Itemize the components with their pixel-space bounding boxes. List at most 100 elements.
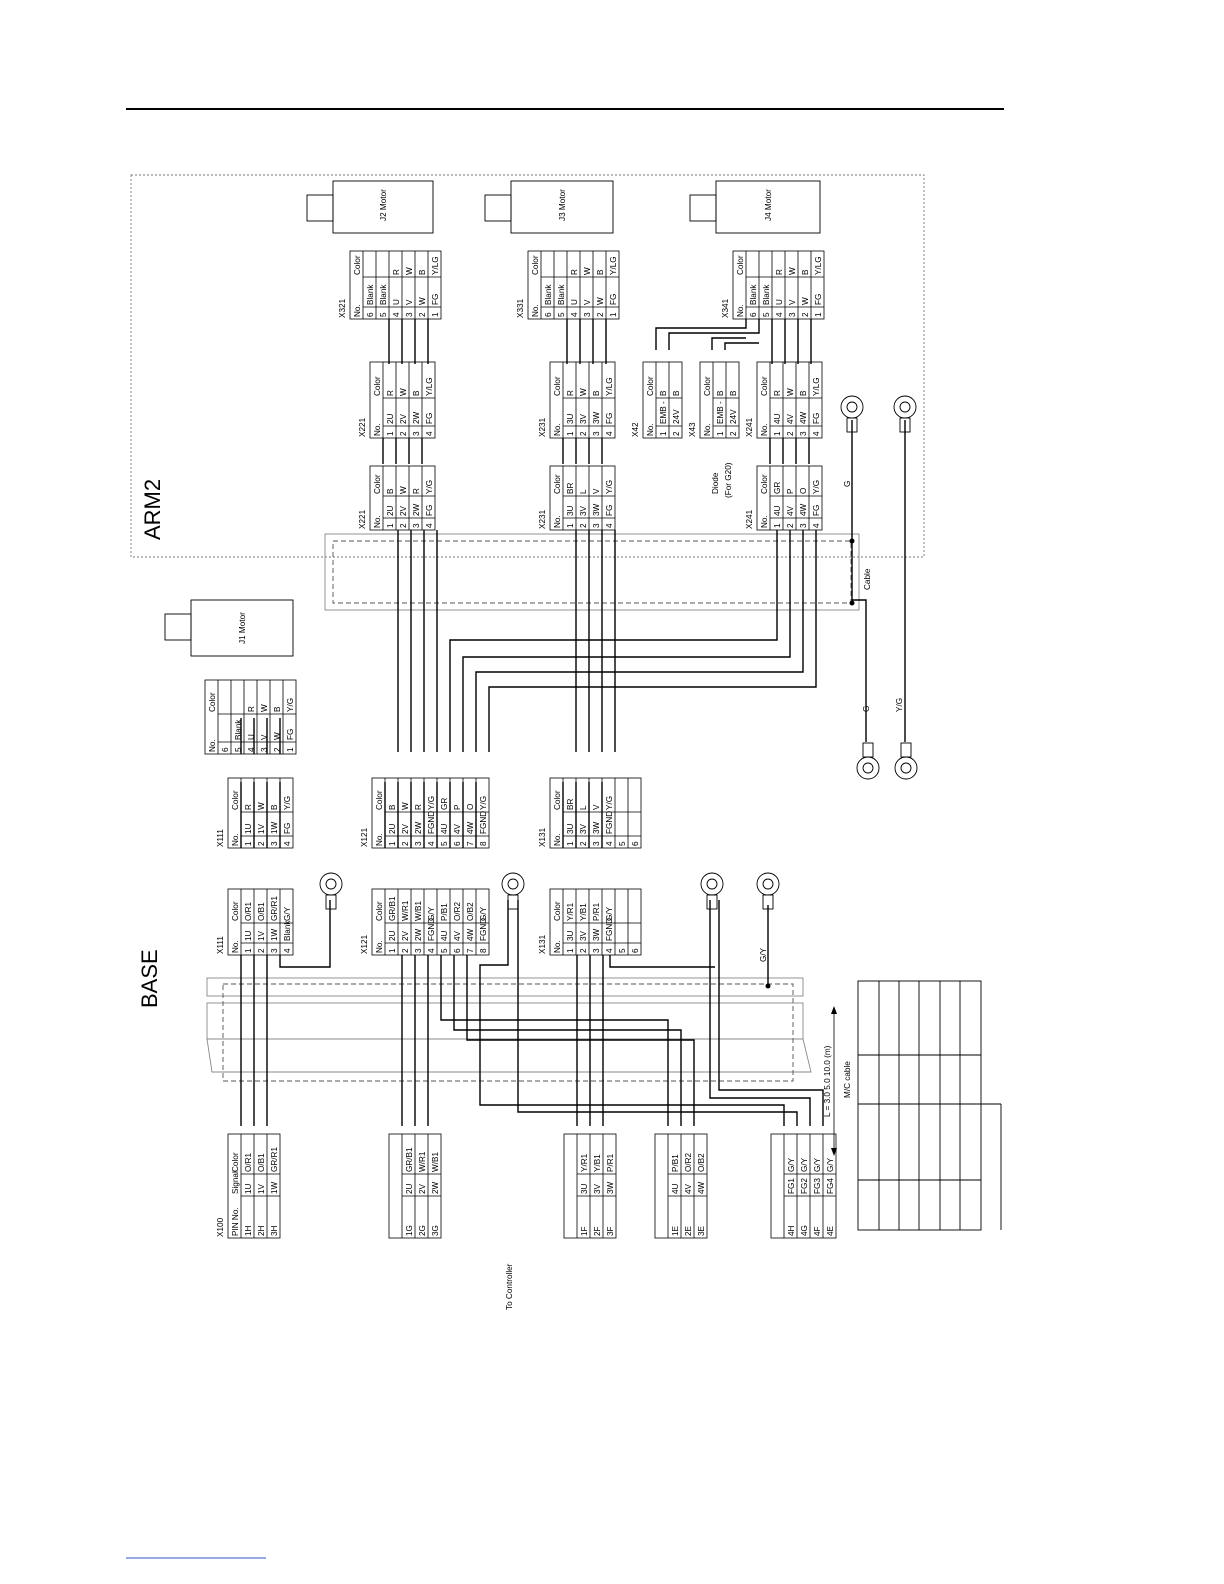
base-x121-left-cell: P/B1 [440, 903, 449, 921]
x100-table-cell: 1U [244, 1183, 253, 1194]
arm-x331-cell: 3 [583, 312, 592, 317]
arm-x221-b-cell: FG [425, 413, 434, 424]
arm-x43-cell: 24V [729, 409, 738, 424]
arm-x331-cell: 6 [544, 312, 553, 317]
arm-x331-cell: 2 [596, 312, 605, 317]
base-x131-right-cell: 3U [566, 823, 575, 834]
base-x111-right-cell: B [270, 804, 279, 810]
arm-x331-header: No. [531, 304, 540, 317]
j1-connector-cell: V [260, 734, 269, 740]
x100-group-5-frame [770, 1133, 837, 1239]
arm-x341-cell: Blank [762, 284, 771, 305]
ground-terminal-base-g-hole [862, 762, 874, 774]
x100-group-4-cell: O/B2 [697, 1153, 706, 1172]
j2-motor: J2 Motor [306, 180, 434, 234]
arm-x42-header: No. [646, 423, 655, 436]
arm-x241-a-header: Color [760, 474, 769, 494]
arm-x341-cell: W [801, 297, 810, 305]
x100-group-4-cell: P/B1 [671, 1154, 680, 1172]
x100-group-2-cell: 3G [431, 1225, 440, 1236]
base-x111-right-cell: Y/G [283, 796, 292, 810]
arm-x231-b-header: No. [553, 423, 562, 436]
x100-group-3-cell: 3U [580, 1183, 589, 1194]
arm-x221-a-cell: 2W [412, 503, 421, 516]
arm-x42-cell: B [659, 390, 668, 396]
arm-x231-a-cell: FG [605, 505, 614, 516]
base-x111-right-cell: 3 [270, 841, 279, 846]
arm-x321-cell: Blank [379, 284, 388, 305]
x100-group-2-cell: 2U [405, 1183, 414, 1194]
base-x121-right-cell: 4V [453, 823, 462, 834]
base-x131-left-cell: P/R1 [592, 902, 601, 921]
base-x131-right-cell: FGND [605, 811, 614, 834]
base-x121-right-header: No. [375, 833, 384, 846]
ground-terminal-x111-hole [325, 878, 337, 890]
j1-connector-cell: 6 [221, 747, 230, 752]
base-x121-right-cell: GR [440, 798, 449, 810]
arm-x331-id: X331 [516, 298, 525, 318]
arm-x241-a-cell: O [799, 488, 808, 494]
base-x131-left-cell: 3U [566, 930, 575, 941]
arm-x221-b-cell: 2W [412, 411, 421, 424]
base-x111-right-cell: 2 [257, 841, 266, 846]
base-x121-left-cell: 2V [401, 930, 410, 941]
base-x121-right-cell: 1 [388, 841, 397, 846]
arm-x331-cell: 4 [570, 312, 579, 317]
base-x121-right-cell: 7 [466, 841, 475, 846]
arm-x321-cell: Y/LG [431, 256, 440, 275]
arm-x241-a-frame [756, 465, 823, 531]
x100-table-header: Color [231, 1152, 240, 1172]
wire-j4-fg-arm [488, 530, 817, 752]
wire-fg4 [718, 900, 824, 1126]
arm-x331-header: Color [531, 255, 540, 275]
arm-x341-cell: 4 [775, 312, 784, 317]
x100-table-cell: GR/R1 [270, 1147, 279, 1172]
wire-arm-g [851, 420, 867, 742]
arm-x43-header: Color [703, 376, 712, 396]
base-x121-left-cell: 4 [427, 948, 436, 953]
base-x121-right-cell: 8 [479, 841, 488, 846]
j1-motor-shaft [164, 613, 192, 641]
arm-x231-b-cell: 3W [592, 411, 601, 424]
j1-connector-header: Color [208, 692, 217, 712]
arm-x221-b-cell: 2U [386, 413, 395, 424]
ground-terminal-base-g-ring [856, 756, 880, 780]
arm-x341-cell: FG [814, 294, 823, 305]
j1-connector-cell: W [273, 732, 282, 740]
base-x131-right-frame [549, 777, 642, 849]
arm-x221-a-cell: 2V [399, 505, 408, 516]
arm-x221-b-header: Color [373, 376, 382, 396]
arm-x221-a-header: Color [373, 474, 382, 494]
arm-x231-b-cell: 3 [592, 431, 601, 436]
arm-x221-a-cell: R [412, 488, 421, 494]
x100-group-5-cell: 4E [826, 1225, 835, 1236]
arm-x241-b-frame [756, 361, 823, 439]
base-x131-left-id: X131 [538, 934, 547, 954]
j1-connector-cell: W [260, 704, 269, 712]
ground-terminal-x131-lug [706, 894, 718, 910]
base-x111-left-cell: G/Y [283, 906, 292, 921]
j1-connector-cell: 5 [234, 747, 243, 752]
base-x131-right-cell: 3W [592, 821, 601, 834]
base-x131-right-cell: 4 [605, 841, 614, 846]
base-x131-left-header: No. [553, 940, 562, 953]
arm-x341-cell: W [788, 267, 797, 275]
arm-x231-b-cell: R [566, 390, 575, 396]
arm-x331-cell: U [570, 299, 579, 305]
x100-group-5-cell: FG4 [826, 1178, 835, 1194]
x100-group-2-cell: W/B1 [431, 1152, 440, 1172]
wire-fg3 [709, 900, 811, 1126]
ground-terminal-base-yg-lug [900, 742, 912, 758]
arm-x321-cell: W [418, 297, 427, 305]
j1-connector-cell: 3 [260, 747, 269, 752]
base-x121-left-cell: 4U [440, 930, 449, 941]
j1-connector-cell: 4 [247, 747, 256, 752]
x100-table-header: PIN No. [231, 1207, 240, 1236]
wire-x111-ground [279, 900, 331, 968]
base-x111-right-cell: 1 [244, 841, 253, 846]
arm-x341-header: Color [736, 255, 745, 275]
